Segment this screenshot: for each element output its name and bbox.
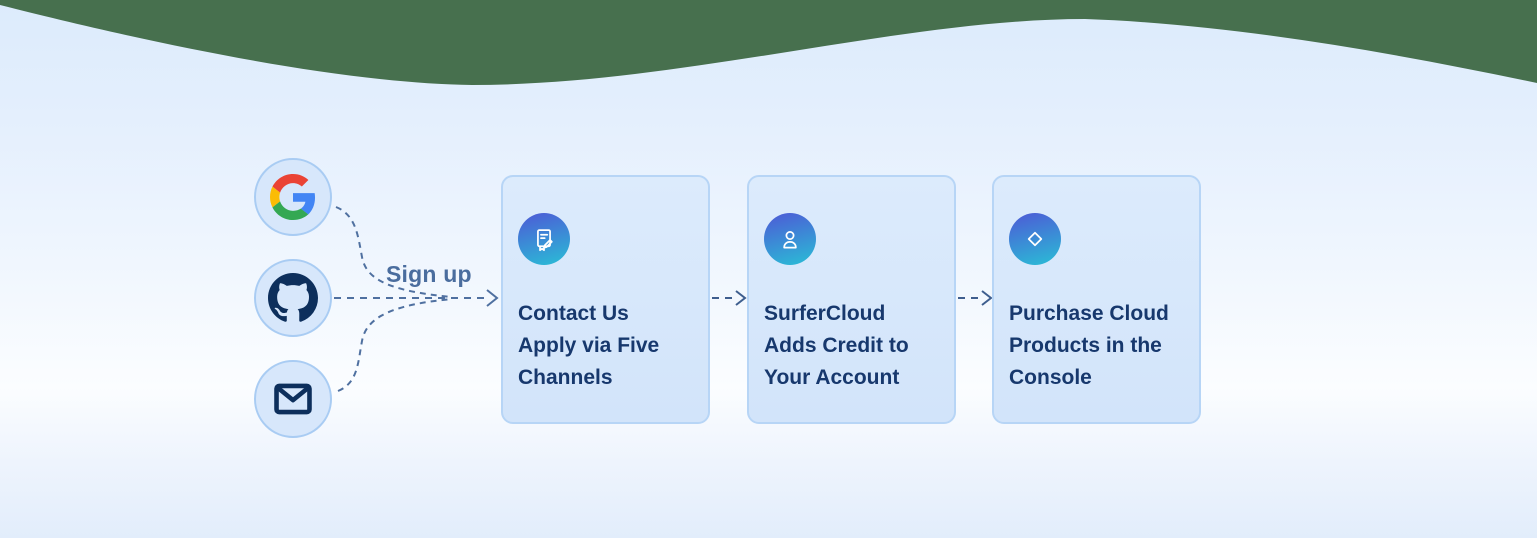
card-credit: SurferCloud Adds Credit to Your Account [747,175,956,424]
card-title: SurferCloud Adds Credit to Your Account [764,298,939,394]
arrowhead-to-card2 [735,290,747,306]
diamond-icon [1009,213,1061,265]
document-edit-icon [518,213,570,265]
provider-github [254,259,332,337]
provider-email [254,360,332,438]
card-contact-us: Contact Us Apply via Five Channels [501,175,710,424]
card-purchase: Purchase Cloud Products in the Console [992,175,1201,424]
mail-icon [270,376,316,422]
card-title-line: Apply via Five [518,334,660,357]
card-title-line: Channels [518,366,613,389]
card-title-line: Contact Us [518,302,629,325]
provider-google [254,158,332,236]
card-title: Purchase Cloud Products in the Console [1009,298,1184,394]
card-title-line: Purchase Cloud [1009,302,1169,325]
arrowhead-to-card1 [486,289,499,307]
github-icon [268,273,318,323]
card-title-line: SurferCloud [764,302,886,325]
user-icon [764,213,816,265]
card-title-line: Your Account [764,366,900,389]
signup-label: Sign up [386,261,472,287]
google-icon [270,174,316,220]
card-title-line: Products in the [1009,334,1162,357]
card-title: Contact Us Apply via Five Channels [518,298,693,394]
arrowhead-to-card3 [981,290,993,306]
connector-mail-curve [337,298,453,392]
card-title-line: Console [1009,366,1092,389]
card-title-line: Adds Credit to [764,334,909,357]
